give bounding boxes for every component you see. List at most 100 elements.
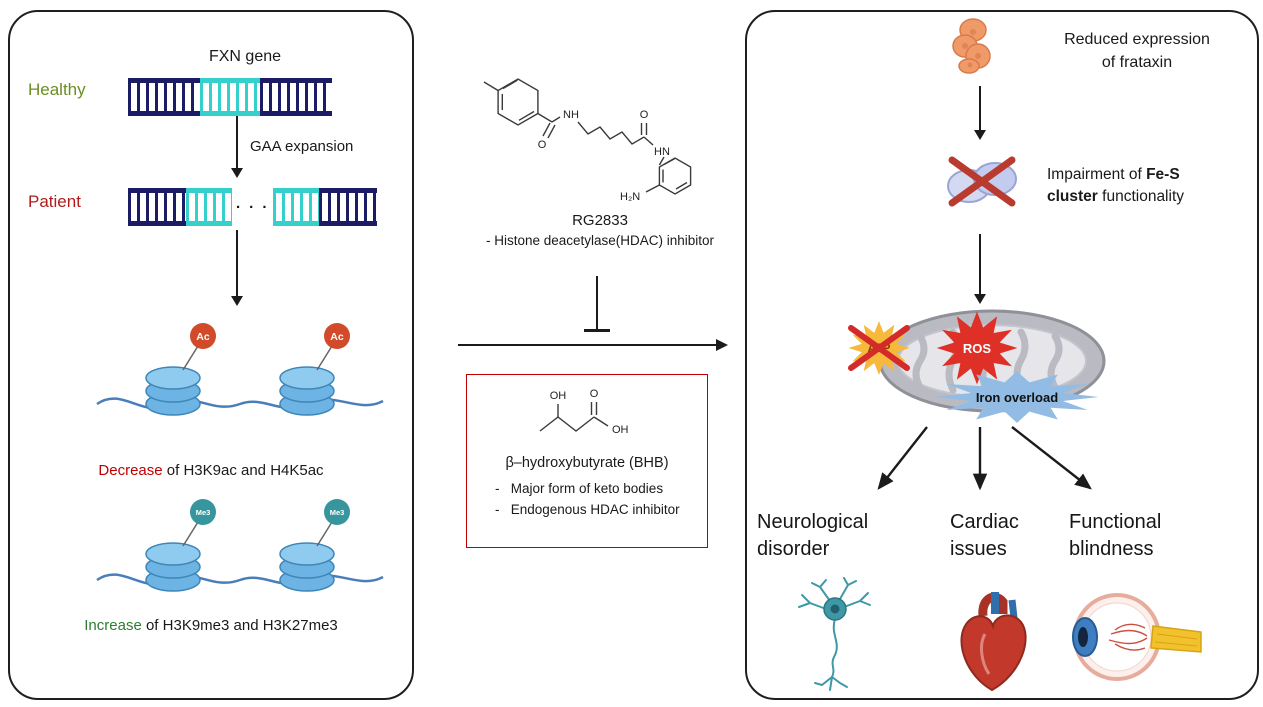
nucleosome-stack [279,542,335,592]
me3-stem [182,521,199,547]
me3-stem [316,521,333,547]
alkyl-chain [577,121,645,145]
increase-caption: Increase of H3K9me3 and H3K27me3 [10,617,412,634]
fxn-gene-title: FXN gene [145,48,345,66]
heart-icon [960,592,1027,692]
amide-hn-label: HN [654,146,670,158]
dna-navy-segment [260,78,332,116]
frataxin-to-fes-arrow [974,86,986,140]
disease-process-arrow [458,339,728,351]
me3-mark-label: Me3 [330,508,345,517]
impairment-bold: Fe-S cluster [1047,166,1180,205]
nucleosome-stack [279,366,335,416]
ros-label: ROS [962,340,992,356]
amine-h2n-label: H₂N [620,191,640,203]
decrease-rest: of H3K9ac and H4K5ac [162,462,324,479]
methyl-bond [483,81,499,92]
increase-rest: of H3K9me3 and H3K27me3 [141,617,338,634]
ac-mark-circle [324,323,350,349]
dna-cyan-segment [186,188,232,226]
atp-crossed-out-x [848,325,910,371]
oxygen-atom-label: O [538,139,547,151]
pupil [1078,627,1088,647]
reduced-frataxin-line2: of frataxin [1101,54,1173,72]
healthy-dna [128,78,332,116]
inhibition-bar [584,329,610,332]
nucleosomes-acetylation-illustration: Ac Ac [96,323,384,416]
acid-oh-bond [593,416,609,427]
fes-impairment-caption: Impairment of Fe-S cluster functionality [1047,164,1232,207]
gaa-expansion-arrow [231,116,243,178]
red-x-icon [948,156,1016,207]
nucleosome-stack [145,542,201,592]
fes-to-mitochondria-arrow [974,234,986,304]
outcome-line: blindness [1069,538,1154,560]
ac-mark-label: Ac [196,331,210,343]
hydroxyl-label: OH [550,390,567,402]
dna-strand-wave [96,573,384,586]
iron-overload-label: Iron overload [975,389,1059,405]
outcome-line: issues [950,538,1007,560]
outcome-cardiac: Cardiac issues [950,509,1060,563]
bhb-point-hdac: - Endogenous HDAC inhibitor [495,502,680,517]
dna-cyan-segment [273,188,320,226]
retina-vessels [1108,623,1148,651]
dna-strand-wave [96,397,384,410]
aniline-ring [658,157,692,195]
rg2833-structure: O NH O HN H₂N [483,78,692,203]
carbonyl-double-bond [590,402,598,415]
amide-nh-label: NH [563,109,579,121]
aorta [978,592,1008,617]
outcome-line: Neurological [757,511,869,533]
me3-mark-circle [324,499,350,525]
fxn-gene-title-text: FXN gene [208,48,282,65]
inhibition-line [596,276,598,329]
eye-icon [1072,593,1202,681]
decrease-word: Decrease [98,462,163,479]
reduced-frataxin-caption: Reduced expression of frataxin [1027,28,1247,74]
neuron-icon [798,577,871,691]
healthy-label: Healthy [28,80,86,99]
bhb-box: OH O OH β–hydroxybutyrate (BHB) - Major … [466,374,708,548]
rg2833-name: RG2833 [572,212,628,229]
left-panel: FXN gene Healthy GAA expansion Patient ·… [8,10,414,700]
patient-dna: · · · [128,188,378,226]
acid-oh-label: OH [612,424,629,436]
outcome-neurological: Neurological disorder [757,509,927,563]
arrow-to-neurological [877,426,928,490]
impairment-post: functionality [1097,187,1185,205]
fes-cluster-impaired-icon [947,156,1017,207]
amine-bond [645,184,660,193]
nucleosome-stack [145,366,201,416]
carbonyl-double-bond [542,122,556,139]
outcome-line: Cardiac [950,511,1019,533]
bhb-structure: OH O OH [539,388,629,436]
dna-expansion-dots: · · · [236,198,270,216]
carbonyl-double-bond [640,123,648,135]
me3-mark-circle [190,499,216,525]
impairment-pre: Impairment of [1047,166,1147,183]
reduced-frataxin-line1: Reduced expression [1064,31,1210,48]
heart-highlight [980,633,991,675]
arrow-to-blindness [1011,426,1092,490]
ac-mark-circle [190,323,216,349]
toluene-ring [497,78,539,126]
decrease-caption: Decrease of H3K9ac and H4K5ac [10,462,412,479]
dna-navy-segment [128,188,186,226]
frataxin-protein-icon [952,18,991,74]
patient-downstream-arrow [231,230,243,306]
right-panel: Reduced expression of frataxin Impairmen… [745,10,1259,700]
vena-cava [1008,599,1018,619]
outcome-line: Functional [1069,511,1162,533]
rg2833-description: - Histone deacetylase(HDAC) inhibitor [485,233,715,248]
outcome-arrows [877,426,1092,491]
dna-navy-segment [319,188,378,226]
ac-mark-label: Ac [330,331,344,343]
bhb-point-keto: - Major form of keto bodies [495,481,664,496]
ac-stem [182,345,199,371]
bhb-name: β–hydroxybutyrate (BHB) [505,455,669,471]
dna-cyan-segment [200,78,260,116]
nucleosomes-methylation-illustration: Me3 Me3 [96,499,384,592]
ac-stem [316,345,333,371]
